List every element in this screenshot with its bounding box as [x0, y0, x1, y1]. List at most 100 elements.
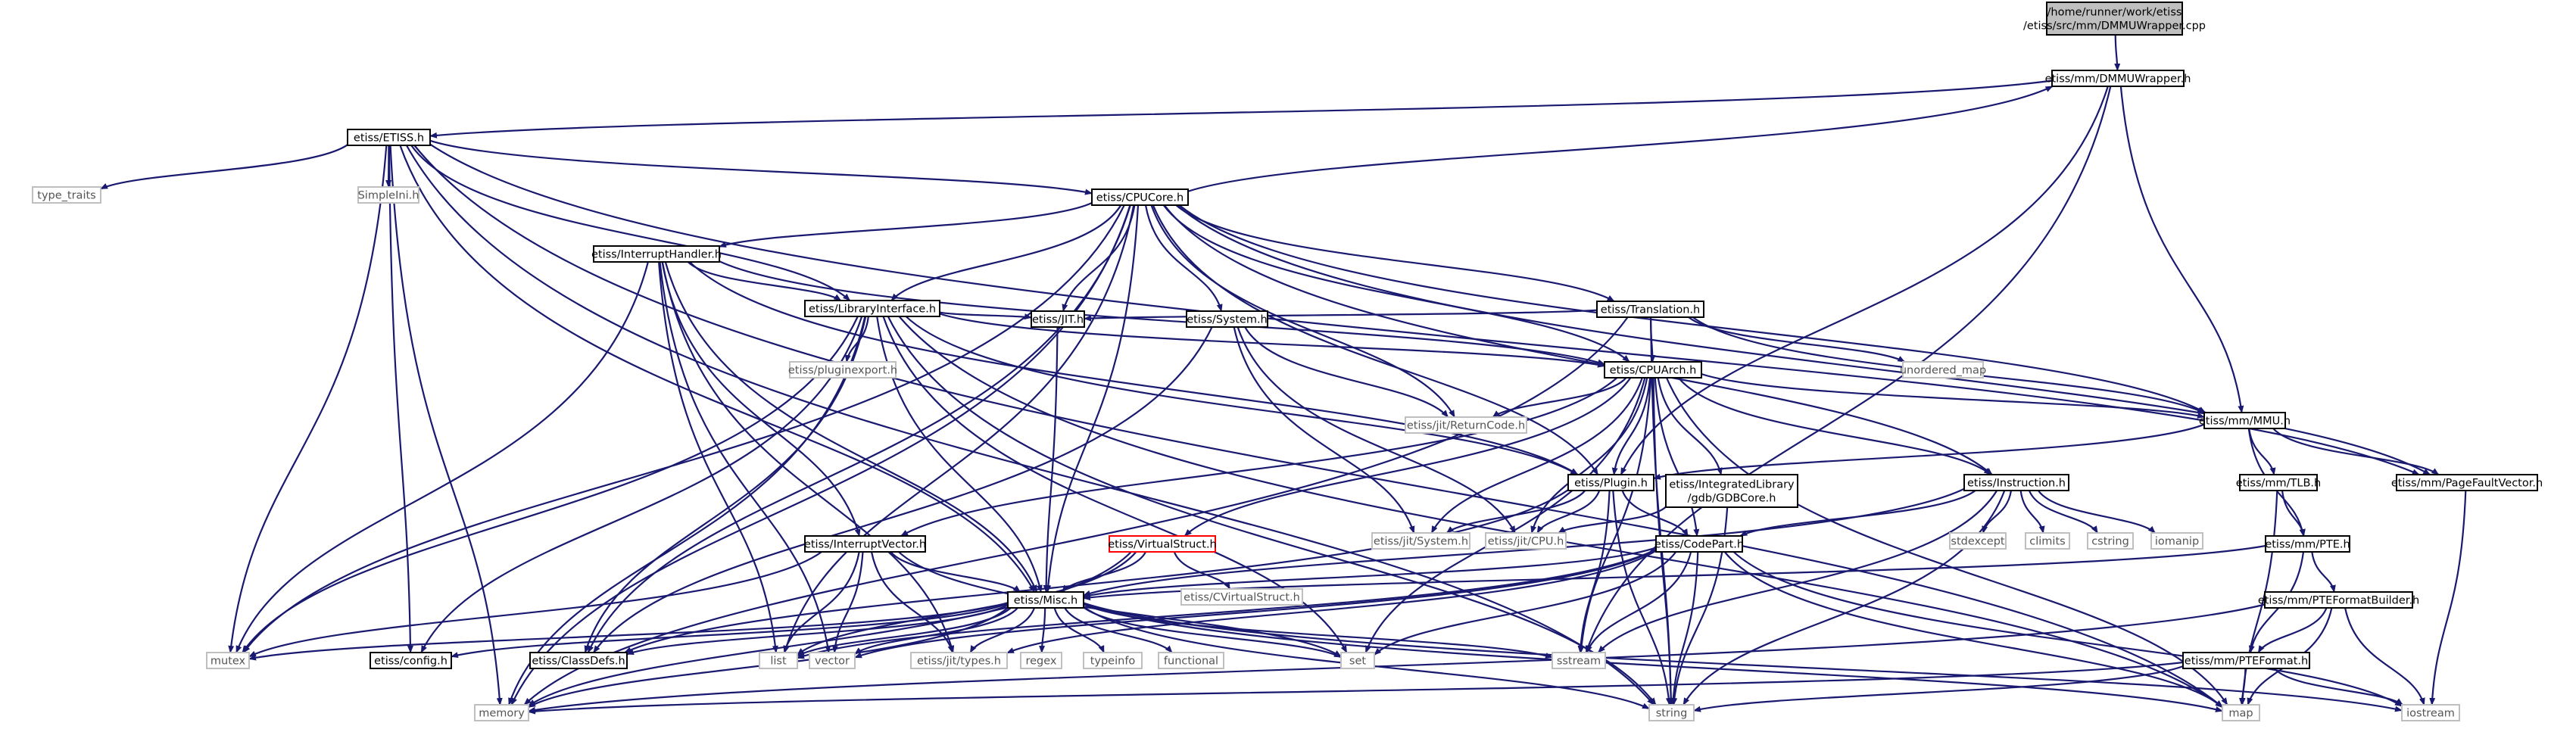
- node-label: etiss/CodePart.h: [1654, 539, 1744, 551]
- node-box: [809, 652, 856, 669]
- node-box: [1186, 310, 1268, 328]
- node-cpuarch[interactable]: etiss/CPUArch.h: [1604, 361, 1702, 379]
- node-box: [593, 245, 720, 263]
- node-box: [370, 652, 452, 669]
- node-label: etiss/LibraryInterface.h: [809, 304, 936, 316]
- node-plugin-h[interactable]: etiss/Plugin.h: [1567, 474, 1654, 491]
- edge-libraryinterface-to-cpuarch: [939, 313, 1605, 368]
- edge-plugin_h-to-string: [1612, 490, 1672, 706]
- node-label: etiss/pluginexport.h: [788, 365, 897, 377]
- node-pteformatbuilder[interactable]: etiss/mm/PTEFormatBuilder.h: [2258, 591, 2419, 609]
- edge-system_h-to-jit_cpu: [1237, 326, 1516, 534]
- node-box: [1604, 361, 1702, 379]
- node-label: etiss/mm/TLB.h: [2236, 478, 2321, 490]
- node-tlb-h[interactable]: etiss/mm/TLB.h: [2236, 474, 2321, 491]
- node-misc-h[interactable]: etiss/Misc.h: [1007, 591, 1084, 609]
- node-cpucore[interactable]: etiss/CPUCore.h: [1091, 188, 1189, 206]
- node-libraryinterface[interactable]: etiss/LibraryInterface.h: [804, 300, 940, 317]
- edge-plugin_h-to-jit_cpu: [1536, 490, 1601, 534]
- edge-instruction-to-cstring: [2028, 490, 2099, 534]
- edge-cpuarch-to-sstream: [1578, 377, 1652, 653]
- edge-translation-to-jit_h: [1084, 309, 1598, 322]
- node-dmmuwrapper[interactable]: etiss/mm/DMMUWrapper.h: [2045, 70, 2191, 87]
- edge-libraryinterface-to-plugin_h: [905, 316, 1578, 475]
- node-instruction[interactable]: etiss/Instruction.h: [1963, 474, 2069, 491]
- node-label: etiss/VirtualStruct.h: [1108, 539, 1217, 551]
- node-box: [2087, 532, 2134, 550]
- node-box: [1031, 310, 1085, 328]
- edge-gdbcore-to-jit_cpu: [1558, 506, 1667, 534]
- edge-instruction-to-iomanip: [2037, 490, 2156, 534]
- edge-pteformat-to-iostream: [2273, 668, 2403, 706]
- edge-cpucore-to-interrupthandler: [719, 202, 1093, 248]
- node-mutex: mutex: [206, 652, 250, 669]
- node-classdefs[interactable]: etiss/ClassDefs.h: [529, 652, 628, 669]
- edge-misc_h-to-vector: [854, 607, 1018, 655]
- node-label: climits: [2029, 536, 2065, 548]
- edge-translation-to-unordered_map: [1688, 316, 1906, 363]
- node-box: [1371, 532, 1470, 550]
- edge-pteformatbuilder-to-memory: [528, 603, 2266, 713]
- node-set: set: [1340, 652, 1375, 669]
- node-label: etiss/Plugin.h: [1574, 478, 1648, 490]
- node-label: etiss/mm/PTE.h: [2265, 539, 2350, 551]
- node-label: etiss/mm/DMMUWrapper.h: [2045, 73, 2191, 86]
- node-label: etiss/Misc.h: [1014, 595, 1078, 607]
- node-etiss-h[interactable]: etiss/ETISS.h: [347, 129, 431, 146]
- node-system-h[interactable]: etiss/System.h: [1186, 310, 1268, 328]
- edge-instruction-to-climits: [2019, 490, 2045, 534]
- edge-codepart-to-vector: [854, 549, 1657, 659]
- node-label: etiss/ETISS.h: [354, 132, 424, 145]
- node-interruptvector[interactable]: etiss/InterruptVector.h: [804, 535, 926, 553]
- edge-misc_h-to-iostream: [1083, 602, 2403, 712]
- edge-misc_h-to-set: [1083, 606, 1342, 659]
- edge-etiss_h-to-mutex: [228, 145, 388, 653]
- node-interrupthandler[interactable]: etiss/InterruptHandler.h: [591, 245, 722, 263]
- node-box: [1567, 474, 1654, 491]
- node-pagefault[interactable]: etiss/mm/PageFaultVector.h: [2391, 474, 2543, 491]
- edge-misc_h-to-classdefs: [626, 604, 1009, 656]
- node-label: etiss/Translation.h: [1601, 304, 1700, 316]
- node-label: list: [770, 656, 787, 668]
- node-mmu-h[interactable]: etiss/mm/MMU.h: [2199, 412, 2291, 429]
- edge-cpucore-to-system_h: [1144, 204, 1223, 312]
- edge-dmmuwrapper-to-plugin_h: [1620, 86, 2109, 475]
- edge-cpucore-to-plugin_h: [1152, 204, 1599, 475]
- node-box: [1083, 652, 1143, 669]
- node-virtualstruct[interactable]: etiss/VirtualStruct.h: [1108, 535, 1217, 553]
- node-box: [1949, 532, 2007, 550]
- edge-interrupthandler-to-libraryinterface: [687, 261, 842, 301]
- node-label: map: [2228, 708, 2253, 720]
- node-box: [804, 300, 940, 317]
- node-pteformat[interactable]: etiss/mm/PTEFormat.h: [2182, 652, 2310, 669]
- node-box: [2401, 704, 2460, 721]
- edge-libraryinterface-to-pluginexport: [844, 316, 869, 363]
- edge-instruction-to-misc_h: [1083, 488, 1965, 597]
- node-label: memory: [479, 708, 525, 720]
- edge-plugin_h-to-classdefs: [623, 489, 1569, 654]
- node-config-h[interactable]: etiss/config.h: [370, 652, 452, 669]
- node-codepart[interactable]: etiss/CodePart.h: [1654, 535, 1744, 553]
- node-box: [1902, 361, 1984, 379]
- edge-misc_h-to-jit_types: [969, 607, 1036, 653]
- node-iostream: iostream: [2401, 704, 2460, 721]
- edge-cpucore-to-dmmuwrapper: [1187, 86, 2054, 192]
- node-box: [2182, 652, 2310, 669]
- node-translation[interactable]: etiss/Translation.h: [1596, 301, 1704, 318]
- edge-cpucore-to-instruction: [1163, 204, 1993, 475]
- edge-cpucore-to-pagefault: [1176, 204, 2431, 475]
- edge-instruction-to-stdexcept: [1982, 490, 2013, 534]
- node-label: mutex: [211, 656, 246, 668]
- node-box: [1648, 704, 1695, 721]
- edge-interrupthandler-to-cpuarch: [719, 260, 1605, 366]
- node-jit-h[interactable]: etiss/JIT.h: [1031, 310, 1085, 328]
- edge-mmu_h-to-tlb_h: [2248, 428, 2276, 475]
- edge-cpuarch-to-interruptvector: [900, 377, 1618, 537]
- edge-cpucore-to-mmu_h: [1178, 204, 2206, 413]
- edge-etiss_h-to-cpucore: [429, 139, 1093, 195]
- edge-interrupthandler-to-vector: [659, 261, 831, 653]
- node-gdbcore[interactable]: etiss/IntegratedLibrary/gdb/GDBCore.h: [1665, 474, 1798, 508]
- node-root[interactable]: /home/runner/work/etiss/etiss/src/mm/DMM…: [2023, 2, 2206, 36]
- node-pte-h[interactable]: etiss/mm/PTE.h: [2265, 535, 2350, 553]
- node-iomanip: iomanip: [2150, 532, 2203, 550]
